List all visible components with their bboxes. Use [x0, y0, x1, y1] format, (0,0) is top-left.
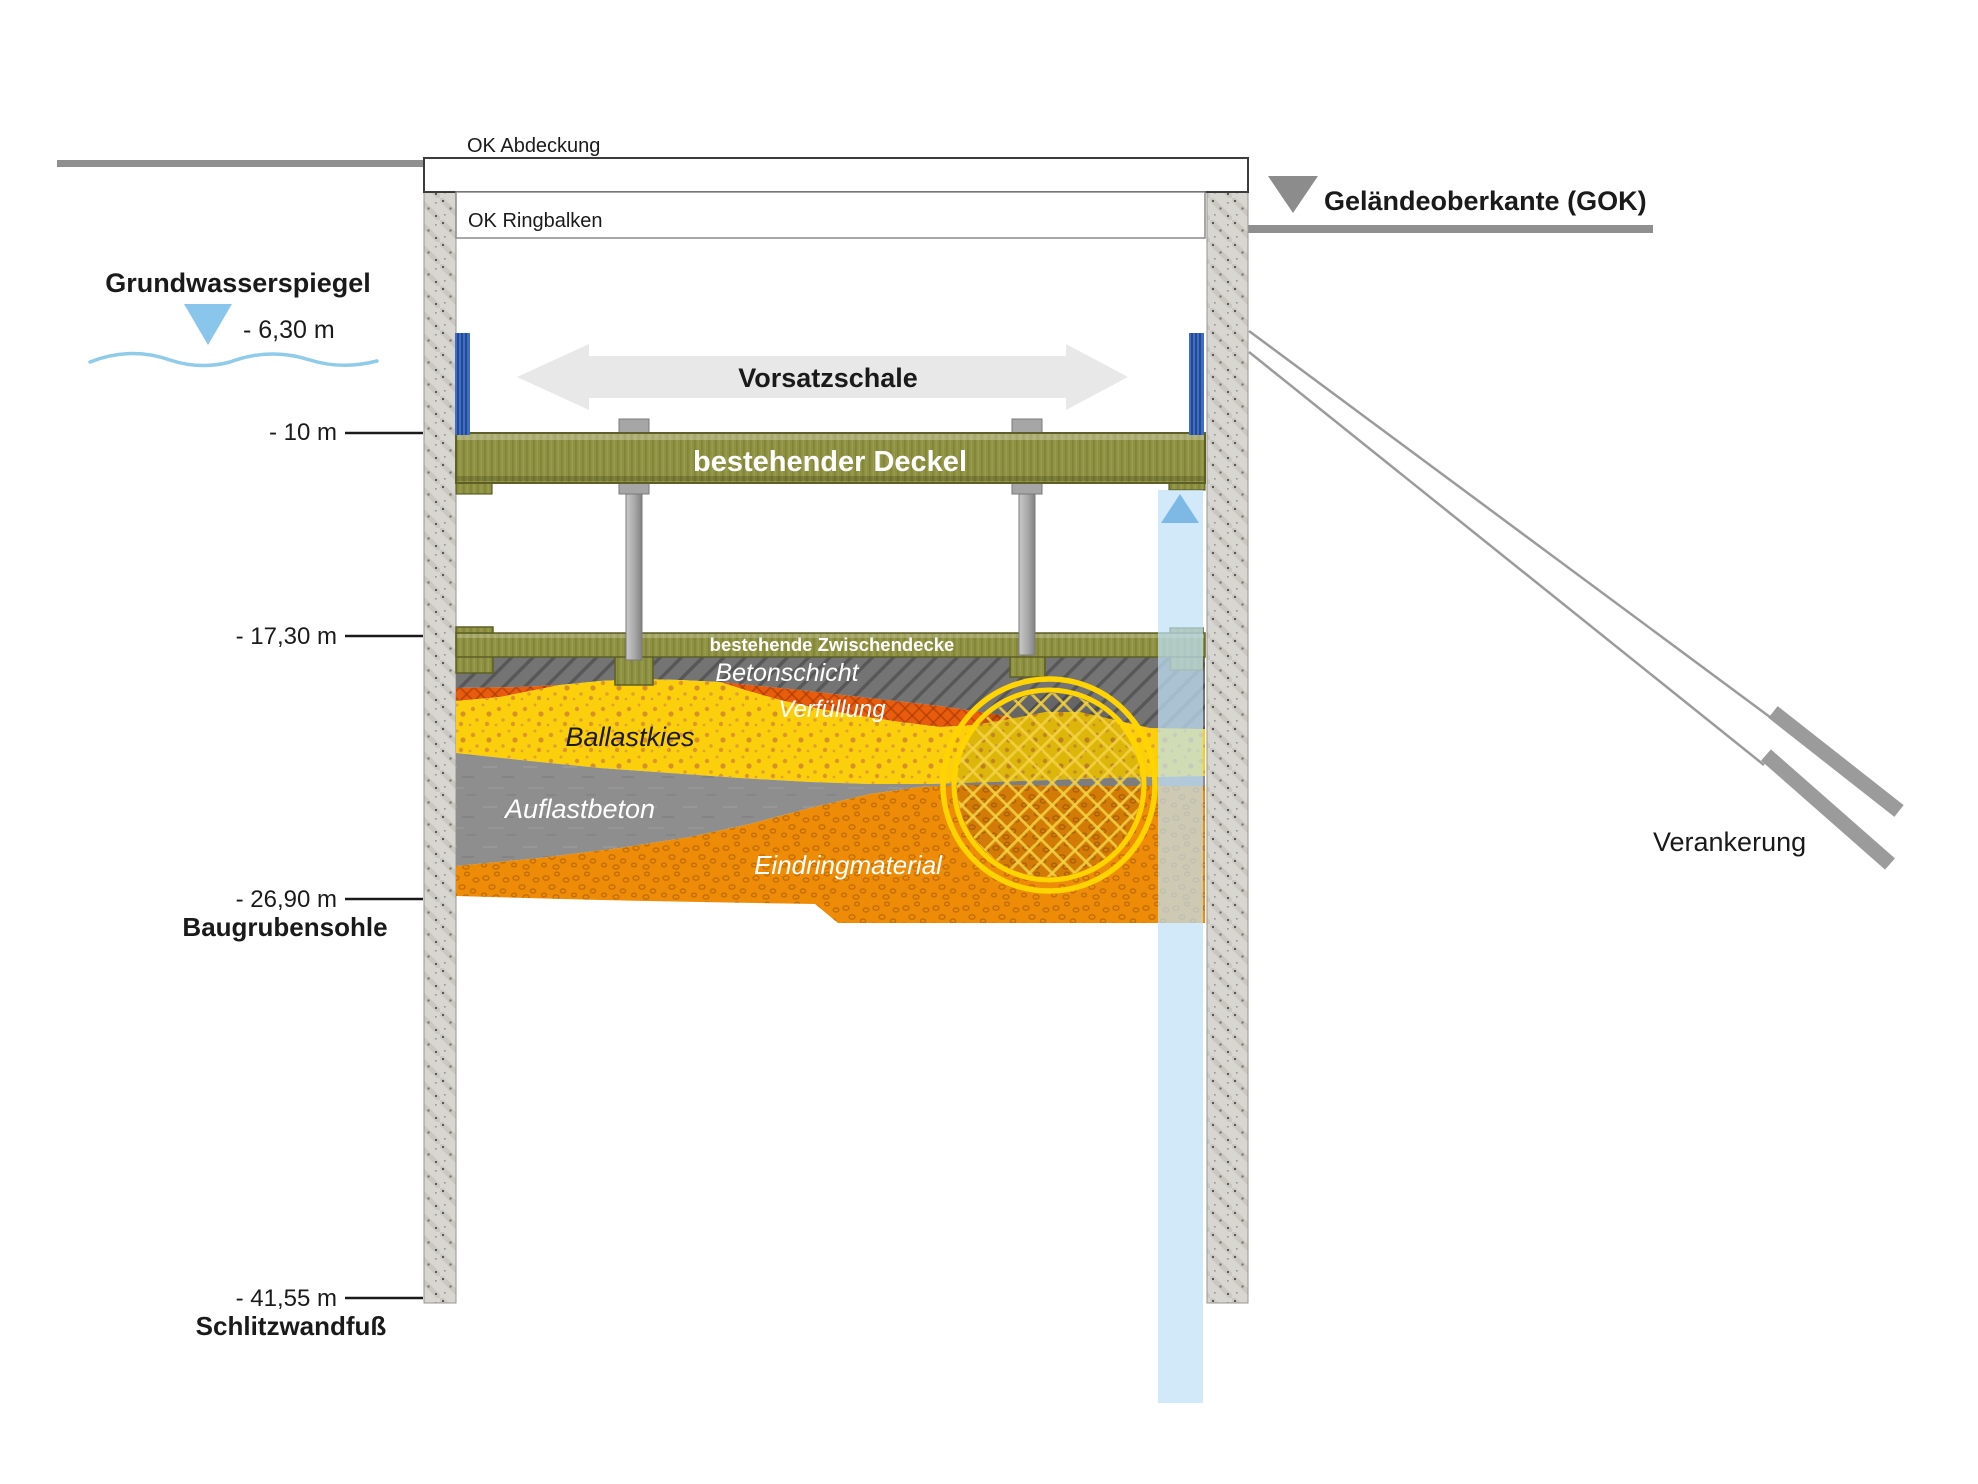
schlitzwandfuss-label: Schlitzwandfuß — [196, 1311, 387, 1341]
water-column — [1158, 490, 1203, 1403]
column-cap — [618, 418, 650, 435]
groundwater-marker — [88, 304, 379, 368]
ground-surface-left-line — [57, 160, 424, 167]
baugrubensohle-label: Baugrubensohle — [182, 912, 387, 942]
depth-17-label: - 17,30 m — [236, 623, 337, 650]
betonschicht-label: Betonschicht — [715, 659, 859, 687]
vorsatzschale-arrow — [517, 344, 1128, 410]
zwischendecke-label: bestehende Zwischendecke — [710, 634, 955, 655]
ok-ringbalken-label: OK Ringbalken — [468, 210, 603, 232]
vorsatzschale-label: Vorsatzschale — [738, 363, 918, 393]
deckel-label: bestehender Deckel — [693, 446, 967, 478]
groundwater-triangle-icon — [184, 304, 232, 345]
auflastbeton-label: Auflastbeton — [503, 794, 655, 824]
verfuellung-label: Verfüllung — [778, 696, 886, 723]
vorsatzschale-panel-left — [455, 333, 470, 435]
left-diaphragm-wall — [423, 189, 457, 1304]
depth-26-label: - 26,90 m — [236, 886, 337, 913]
water-wave-icon — [88, 351, 379, 368]
gok-label: Geländeoberkante (GOK) — [1324, 186, 1647, 216]
support-columns — [618, 418, 1043, 661]
groundwater-depth: - 6,30 m — [243, 316, 335, 344]
ground-surface-right-line — [1248, 225, 1653, 233]
depth-41-label: - 41,55 m — [236, 1285, 337, 1312]
column-cap — [1011, 418, 1043, 435]
right-diaphragm-wall — [1206, 185, 1249, 1304]
ok-abdeckung-label: OK Abdeckung — [467, 135, 600, 157]
deckel-beam — [455, 432, 1206, 495]
depth-ticks — [345, 431, 423, 1300]
gok-triangle-icon — [1268, 176, 1318, 213]
layer-verfuellung — [456, 679, 1205, 737]
groundwater-label: Grundwasserspiegel — [105, 268, 371, 298]
flow-up-triangle-icon — [1161, 494, 1199, 523]
verankerung-label: Verankerung — [1653, 827, 1806, 857]
vorsatzschale-panel-right — [1189, 333, 1204, 435]
eindringmaterial-label: Eindringmaterial — [754, 850, 943, 880]
ring-beam-box — [455, 191, 1206, 239]
depth-10-label: - 10 m — [269, 419, 337, 446]
anchor-tendons — [1248, 329, 1904, 870]
cover-slab-abdeckung — [423, 157, 1249, 193]
ballastkies-label: Ballastkies — [565, 722, 694, 752]
highlight-circle — [940, 676, 1158, 894]
